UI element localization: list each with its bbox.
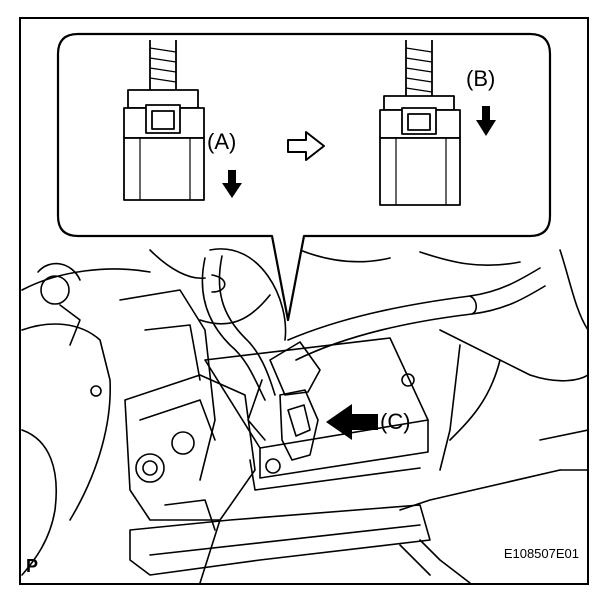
arrow-down-b-icon	[476, 106, 496, 136]
arrow-down-a-icon	[222, 170, 242, 198]
label-a: (A)	[207, 129, 236, 154]
mount-bolt-right	[401, 373, 415, 387]
throttle-body	[124, 374, 256, 521]
hose-upper-edge	[287, 267, 541, 341]
transition-arrow-icon	[287, 131, 325, 161]
connector-a-illustration	[123, 40, 205, 201]
left-bolt	[40, 275, 70, 305]
figure-id: E108507E01	[504, 546, 579, 561]
hose-lower-edge	[295, 285, 546, 361]
harness-left	[201, 257, 266, 401]
arrow-left-c-icon	[326, 404, 378, 440]
base-plate	[129, 504, 431, 576]
left-upper-curve	[21, 268, 151, 291]
connector-upper	[269, 341, 321, 396]
left-lower-curve	[21, 429, 58, 576]
label-b: (B)	[466, 66, 495, 91]
left-bracket	[21, 323, 112, 521]
throttle-port	[135, 453, 165, 483]
left-cap	[37, 262, 81, 281]
connector-b-illustration	[379, 40, 461, 206]
corner-mark-p: P	[26, 556, 38, 576]
connector-lower	[279, 389, 319, 461]
label-c: (C)	[380, 409, 411, 434]
engine-bay-drawing	[21, 248, 588, 584]
mount-bolt-left	[265, 458, 281, 474]
